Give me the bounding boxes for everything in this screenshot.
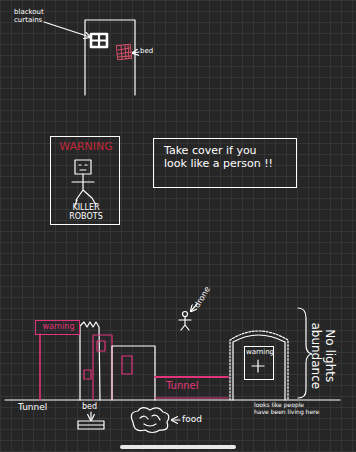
- sketch-label: No lights abundance: [308, 308, 336, 404]
- sketch-label: food: [182, 414, 212, 424]
- building-outline: [230, 331, 288, 400]
- pink-window: [84, 370, 91, 379]
- building-outline: [233, 335, 285, 400]
- building-outline: [112, 346, 155, 400]
- warning-poster: WARNING KILLER ROBOTS: [50, 136, 120, 225]
- robot-face: [79, 165, 87, 170]
- leader-arrow: [90, 412, 91, 420]
- bed-hatch: [116, 44, 131, 59]
- pink-building: [93, 335, 112, 400]
- robot-head: [75, 160, 91, 174]
- pink-window: [122, 356, 132, 374]
- food-blob: [131, 408, 168, 433]
- sketch-label: drone: [193, 276, 218, 310]
- node-text: warning: [38, 322, 79, 331]
- ground-line: [5, 399, 340, 400]
- sketch-label: looks like people have been living here: [254, 402, 320, 416]
- window-cross: [91, 34, 107, 47]
- node-text: warning: [245, 348, 275, 356]
- robot-body: [72, 174, 96, 205]
- sketch-label: Tunnel: [166, 380, 216, 392]
- drone-head: [183, 312, 188, 317]
- sketch-label: Tunnel: [18, 402, 62, 412]
- pink-window: [97, 341, 105, 351]
- home-indicator: [120, 445, 236, 449]
- window-frame: [91, 34, 107, 47]
- node-text: Take cover if you look like a person !!: [164, 145, 282, 170]
- tunnel-line: [155, 397, 228, 398]
- warning-sign: warning: [35, 320, 80, 335]
- bed-square: [116, 44, 131, 59]
- bed-shape: [78, 421, 104, 429]
- sketch-label: bed: [140, 47, 164, 55]
- node-text: WARNING: [55, 141, 117, 154]
- building-outline: [85, 20, 135, 95]
- leader-arrow: [133, 52, 139, 53]
- sign-pole: [39, 334, 41, 400]
- node-text: KILLER ROBOTS: [63, 203, 109, 221]
- sketch-label: blackout curtains: [14, 8, 64, 24]
- window-cross: [252, 360, 264, 372]
- sketch-label: bed: [82, 402, 106, 411]
- drone-figure: [179, 317, 191, 330]
- leader-arrow: [44, 22, 90, 37]
- food-detail: [140, 415, 160, 426]
- warning-window: warning: [244, 346, 274, 380]
- tunnel-line: [155, 376, 228, 378]
- bed-lines: [118, 45, 131, 59]
- building-zigzag: [80, 322, 100, 400]
- leader-arrow: [172, 419, 180, 420]
- note-box: Take cover if you look like a person !!: [153, 138, 297, 188]
